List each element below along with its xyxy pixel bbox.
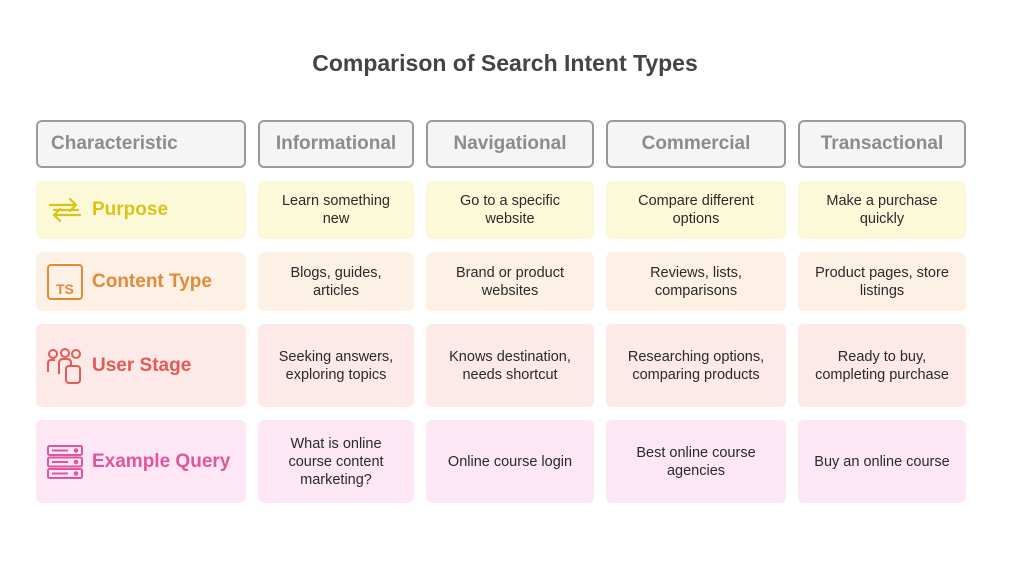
cell-stage-informational: Seeking answers, exploring topics	[258, 324, 414, 407]
cell-content-transactional: Product pages, store listings	[798, 252, 966, 311]
cell-purpose-navigational: Go to a specific website	[426, 181, 594, 239]
cell-purpose-transactional: Make a purchase quickly	[798, 181, 966, 239]
row-label-text: Example Query	[92, 450, 231, 472]
cell-purpose-commercial: Compare different options	[606, 181, 786, 239]
page-title: Comparison of Search Intent Types	[312, 50, 698, 76]
header-navigational: Navigational	[426, 120, 594, 168]
cell-purpose-informational: Learn something new	[258, 181, 414, 239]
header-transactional: Transactional	[798, 120, 966, 168]
cell-query-transactional: Buy an online course	[798, 420, 966, 503]
cell-query-informational: What is online course content marketing?	[258, 420, 414, 503]
cell-stage-commercial: Researching options, comparing products	[606, 324, 786, 407]
ts-file-icon: TS	[46, 263, 84, 301]
cell-stage-navigational: Knows destination, needs shortcut	[426, 324, 594, 407]
row-label-text: Purpose	[92, 199, 169, 220]
cell-content-informational: Blogs, guides, articles	[258, 252, 414, 311]
svg-text:TS: TS	[56, 281, 74, 297]
row-label-text: User Stage	[92, 354, 192, 376]
header-characteristic: Characteristic	[36, 120, 246, 168]
cell-stage-transactional: Ready to buy, completing purchase	[798, 324, 966, 407]
row-label-text: Content Type	[92, 270, 212, 292]
header-commercial: Commercial	[606, 120, 786, 168]
cell-content-navigational: Brand or product websites	[426, 252, 594, 311]
row-label-user-stage: User Stage	[36, 324, 246, 407]
server-icon	[46, 443, 84, 481]
cell-content-commercial: Reviews, lists, comparisons	[606, 252, 786, 311]
header-informational: Informational	[258, 120, 414, 168]
row-label-content-type: TS Content Type	[36, 252, 246, 311]
row-label-example-query: Example Query	[36, 420, 246, 503]
cell-query-commercial: Best online course agencies	[606, 420, 786, 503]
users-icon	[46, 347, 84, 385]
row-label-purpose: Purpose	[36, 181, 246, 239]
arrows-icon	[46, 191, 84, 229]
cell-query-navigational: Online course login	[426, 420, 594, 503]
